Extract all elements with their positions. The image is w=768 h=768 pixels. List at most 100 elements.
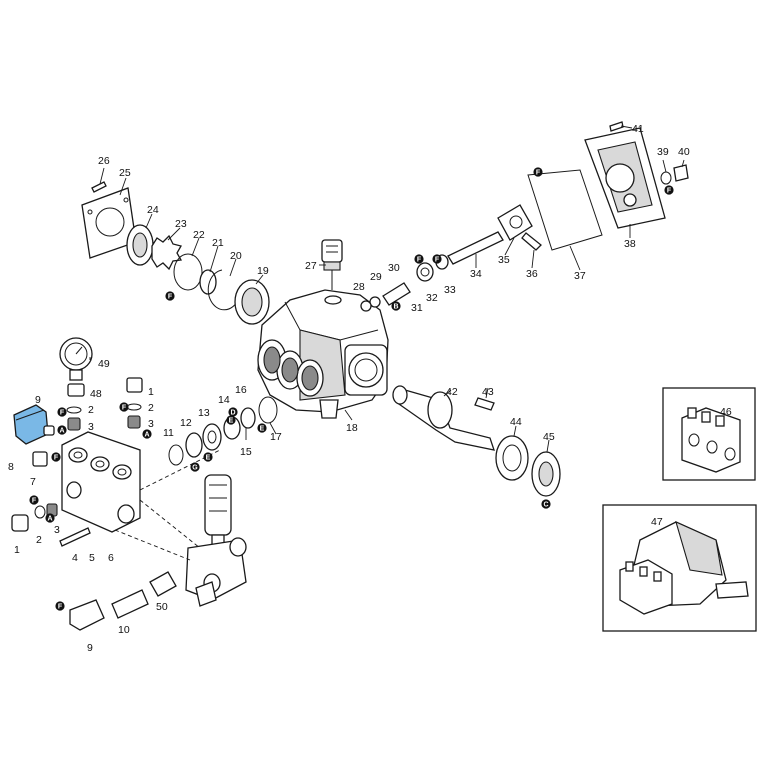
callout-45: 45 [543,431,555,443]
svg-text:E: E [260,425,265,432]
callout-labels: 1 2 3 4 5 6 7 8 9 10 11 12 13 14 15 16 1… [8,123,732,654]
callout-40: 40 [678,146,690,158]
callout-19: 19 [257,265,269,277]
svg-text:C: C [543,501,548,508]
reference-badge-b: B [391,301,401,311]
callout-49: 49 [98,358,110,370]
reference-badge-e: E [203,452,213,462]
reference-badge-a: A [45,513,55,523]
callout-16: 16 [235,384,247,396]
svg-text:G: G [192,464,198,471]
svg-text:F: F [536,169,541,176]
svg-text:D: D [230,409,235,416]
reference-badge-f: F [119,402,129,412]
pressure-gauge [59,337,93,397]
crankshaft-assembly [392,385,561,497]
callout-48: 48 [90,388,102,400]
svg-text:A: A [59,427,64,434]
callout-47: 47 [651,516,663,528]
callout-21: 21 [212,237,224,249]
svg-text:F: F [667,187,672,194]
side-cover-assembly [81,181,270,325]
callout-17: 17 [270,431,282,443]
callout-1-right: 1 [148,386,154,398]
callout-2-right: 2 [148,402,154,414]
highlighted-connector-9 [13,404,55,445]
svg-text:F: F [417,256,422,263]
svg-text:F: F [60,409,65,416]
callout-9-top: 9 [35,394,41,406]
callout-20: 20 [230,250,242,262]
callout-50: 50 [156,601,168,613]
reference-badge-c: C [541,499,551,509]
callout-8: 8 [8,461,14,473]
callout-3-gauge: 3 [88,421,94,433]
svg-text:F: F [435,256,440,263]
reference-badge-f: F [55,601,65,611]
callout-33: 33 [444,284,456,296]
callout-15: 15 [240,446,252,458]
callout-18: 18 [346,422,358,434]
callout-27: 27 [305,260,317,272]
inset-manifold-assembly [662,387,756,481]
callout-30: 30 [388,262,400,274]
callout-25: 25 [119,167,131,179]
callout-23: 23 [175,218,187,230]
callout-5: 5 [89,552,95,564]
assembly-guide-lines [114,449,221,561]
callout-32: 32 [426,292,438,304]
callout-37: 37 [574,270,586,282]
svg-text:F: F [58,603,63,610]
reference-badge-f: F [664,185,674,195]
callout-36: 36 [526,268,538,280]
callout-22: 22 [193,229,205,241]
reference-badge-e: E [257,423,267,433]
reference-badge-f: F [414,254,424,264]
reference-badge-f: F [57,407,67,417]
callout-1: 1 [14,544,20,556]
callout-3: 3 [54,524,60,536]
unloader-valve [185,474,247,607]
callout-39: 39 [657,146,669,158]
callout-26: 26 [98,155,110,167]
svg-text:E: E [206,454,211,461]
rear-cover-assembly [527,121,689,251]
svg-text:A: A [47,515,52,522]
crankcase-body [257,289,389,419]
callout-13: 13 [198,407,210,419]
callout-7: 7 [30,476,36,488]
callout-42: 42 [446,386,458,398]
svg-text:B: B [393,303,398,310]
callout-29: 29 [370,271,382,283]
svg-text:F: F [54,454,59,461]
callout-28: 28 [353,281,365,293]
manifold-head [61,431,141,533]
callout-6: 6 [108,552,114,564]
svg-text:F: F [168,293,173,300]
reference-badge-a: A [142,429,152,439]
reference-badge-g: G [190,462,200,472]
callout-14: 14 [218,394,230,406]
callout-44: 44 [510,416,522,428]
reference-badge-d: D [228,407,238,417]
callout-3-right: 3 [148,418,154,430]
reference-badge-f: F [165,291,175,301]
oil-cap [321,239,343,290]
svg-text:F: F [122,404,127,411]
callout-46: 46 [720,406,732,418]
callout-2: 2 [36,534,42,546]
reference-badge-f: F [533,167,543,177]
callout-34: 34 [470,268,482,280]
svg-text:A: A [144,431,149,438]
reference-badge-f: F [29,495,39,505]
callout-41: 41 [632,123,644,135]
callout-12: 12 [180,417,192,429]
callout-11: 11 [163,427,174,439]
callout-4: 4 [72,552,78,564]
callout-31: 31 [411,302,423,314]
svg-text:E: E [229,417,234,424]
callout-10: 10 [118,624,130,636]
callout-43: 43 [482,386,494,398]
